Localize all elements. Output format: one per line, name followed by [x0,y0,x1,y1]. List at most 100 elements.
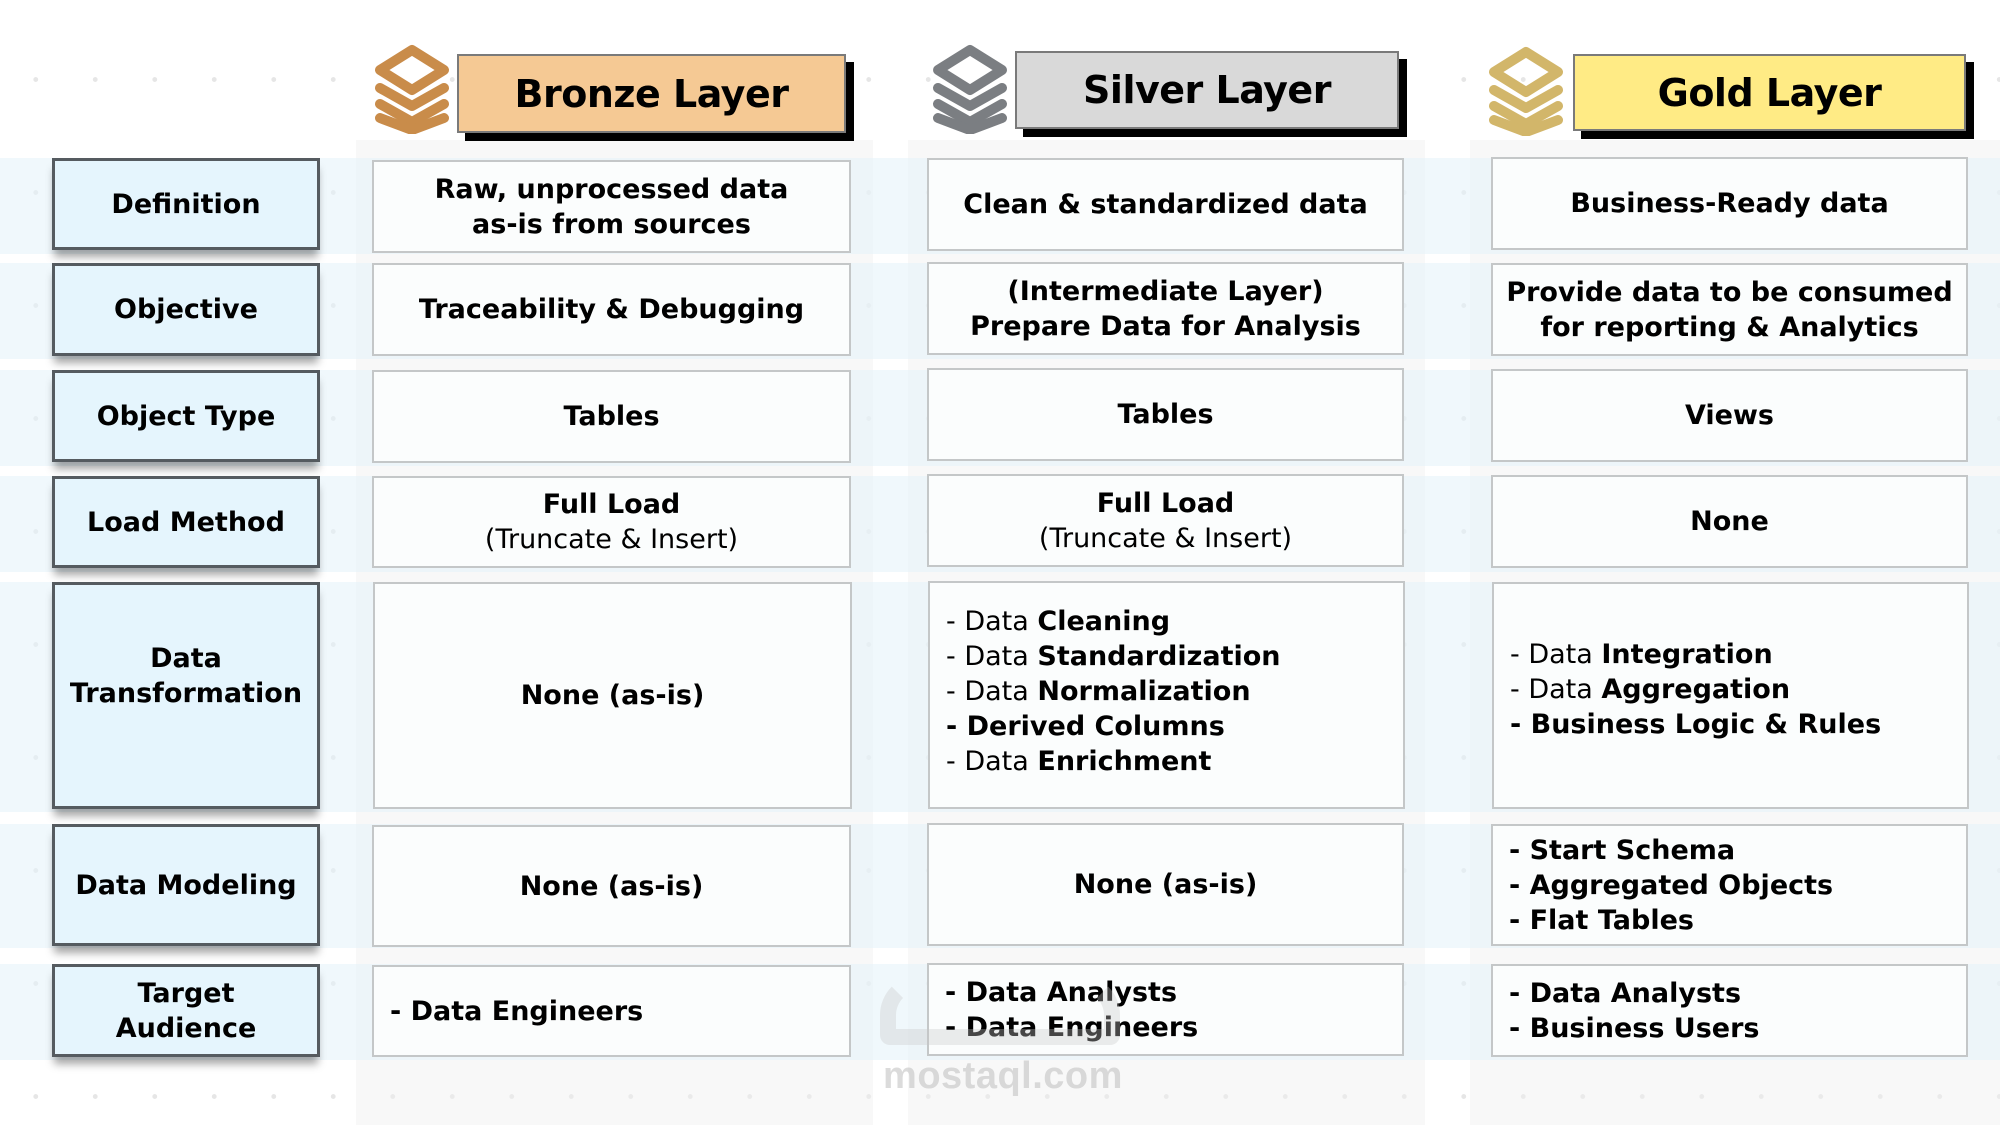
cell-text: Business-Ready data [1570,188,1889,219]
cell-text-title: Full Load [1096,487,1235,519]
list-item: - Data Engineers [390,994,643,1029]
cell-object-type-silver: Tables [927,368,1404,461]
list-item: - Data Normalization [946,674,1281,709]
cell-objective-silver: (Intermediate Layer) Prepare Data for An… [927,262,1404,355]
row-label-text: Object Type [96,400,276,432]
list-item-bold: Business Users [1529,1012,1760,1044]
row-label-text: Load Method [87,506,285,538]
list-item-prefix: - [1509,1012,1530,1044]
list-item-prefix: - Data [1510,639,1602,670]
cell-text-title: Full Load [542,489,681,520]
list-item-prefix: - [945,1011,966,1043]
watermark-text: mostaql.com [883,1055,1123,1097]
list-item-prefix: - [390,995,411,1027]
cell-text-line: Raw, unprocessed data [434,173,789,205]
list-item-bold: Flat Tables [1529,904,1694,936]
list-item-bold: Normalization [1037,675,1251,707]
cell-text: Traceability & Debugging [418,294,805,325]
cell-text-line: (Intermediate Layer) [1007,275,1324,307]
list-item-bold: Integration [1601,639,1773,670]
list-item-prefix: - Data [946,675,1038,707]
list-item-prefix: - Data [946,745,1038,777]
cell-text: None (as-is) [520,680,705,711]
cell-definition-silver: Clean & standardized data [927,158,1404,251]
cell-target-audience-silver: - Data Analysts - Data Engineers [927,963,1404,1056]
list-item-prefix: - [1509,977,1530,1009]
row-label-text: Definition [111,188,261,220]
list-item: - Data Integration [1510,637,1881,672]
cell-data-transformation-bronze: None (as-is) [373,582,852,809]
row-label-text-line: Data [150,642,222,674]
list-item: - Data Enrichment [946,744,1281,779]
cell-load-method-silver: Full Load (Truncate & Insert) [927,474,1404,567]
list-item-prefix: - [946,710,967,742]
cell-text: Views [1684,400,1774,431]
cell-definition-gold: Business-Ready data [1491,157,1968,250]
cell-data-modeling-gold: - Start Schema - Aggregated Objects - Fl… [1491,824,1968,946]
cell-objective-gold: Provide data to be consumed for reportin… [1491,263,1968,356]
list-item-prefix: - [1509,904,1530,936]
list-item-bold: Aggregated Objects [1529,869,1834,901]
cell-text: Clean & standardized data [963,189,1368,220]
row-label-text: Target Audience [115,977,257,1044]
list-item-bold: Data Analysts [1529,977,1742,1009]
silver-layers-stack-icon [933,45,1007,134]
row-label-data-modeling: Data Modeling [52,824,320,946]
gold-layer-title: Gold Layer [1657,70,1882,115]
cell-objective-bronze: Traceability & Debugging [372,263,851,356]
list-item-prefix: - [1509,834,1530,866]
list-item: - Data Analysts [945,975,1198,1010]
gold-layer-header: Gold Layer [1573,54,1966,131]
row-label-data-transformation: Data Transformation [52,582,320,809]
cell-load-method-gold: None [1491,475,1968,568]
list-item: - Aggregated Objects [1509,868,1833,903]
row-label-object-type: Object Type [52,370,320,462]
list-item-bold: Data Analysts [965,976,1178,1008]
cell-target-audience-gold: - Data Analysts - Business Users [1491,964,1968,1057]
list-item-prefix: - [945,976,966,1008]
cell-text: None [1690,506,1769,537]
cell-text: Tables [563,401,660,432]
list-item-bold: Start Schema [1529,834,1736,866]
cell-text-subtitle: (Truncate & Insert) [484,524,739,555]
cell-data-modeling-bronze: None (as-is) [372,825,851,947]
bronze-layer-title: Bronze Layer [514,71,789,116]
list-item-bold: Derived Columns [966,710,1225,742]
list-item-bold: Data Engineers [410,995,644,1027]
row-label-text-line: Transformation [69,677,303,709]
row-label-objective: Objective [52,263,320,356]
cell-object-type-bronze: Tables [372,370,851,463]
silver-layer-header: Silver Layer [1015,51,1399,129]
list-item-bold: Business Logic & Rules [1530,709,1882,740]
list-item: - Data Analysts [1509,976,1760,1011]
list-item: - Data Cleaning [946,604,1281,639]
bronze-layers-stack-icon [375,45,449,134]
cell-definition-bronze: Raw, unprocessed data as-is from sources [372,160,851,253]
list-item-prefix: - [1510,709,1531,740]
cell-text-line: Provide data to be consumed [1506,276,1953,308]
cell-data-transformation-silver: - Data Cleaning - Data Standardization -… [928,581,1405,809]
cell-object-type-gold: Views [1491,369,1968,462]
row-label-target-audience: Target Audience [52,964,320,1057]
cell-text: None (as-is) [519,870,704,902]
cell-data-transformation-gold: - Data Integration - Data Aggregation - … [1492,582,1969,809]
list-item: - Business Logic & Rules [1510,707,1881,742]
cell-text-line: for reporting & Analytics [1540,311,1919,343]
row-label-load-method: Load Method [52,476,320,568]
list-item-bold: Enrichment [1037,745,1212,777]
list-item: - Data Standardization [946,639,1281,674]
list-item-bold: Cleaning [1037,605,1171,637]
list-item-prefix: - [1509,869,1530,901]
watermark-logo-icon [880,975,1120,1045]
cell-text: Tables [1117,399,1214,430]
list-item-bold: Standardization [1037,640,1281,672]
list-item: - Start Schema [1509,833,1833,868]
cell-text-line: as-is from sources [472,208,751,240]
list-item: - Derived Columns [946,709,1281,744]
cell-target-audience-bronze: - Data Engineers [372,965,851,1057]
cell-text-subtitle: (Truncate & Insert) [1038,522,1293,554]
list-item-bold: Aggregation [1601,674,1791,705]
cell-load-method-bronze: Full Load (Truncate & Insert) [372,476,851,568]
bronze-layer-header: Bronze Layer [457,54,846,133]
list-item-prefix: - Data [946,640,1038,672]
